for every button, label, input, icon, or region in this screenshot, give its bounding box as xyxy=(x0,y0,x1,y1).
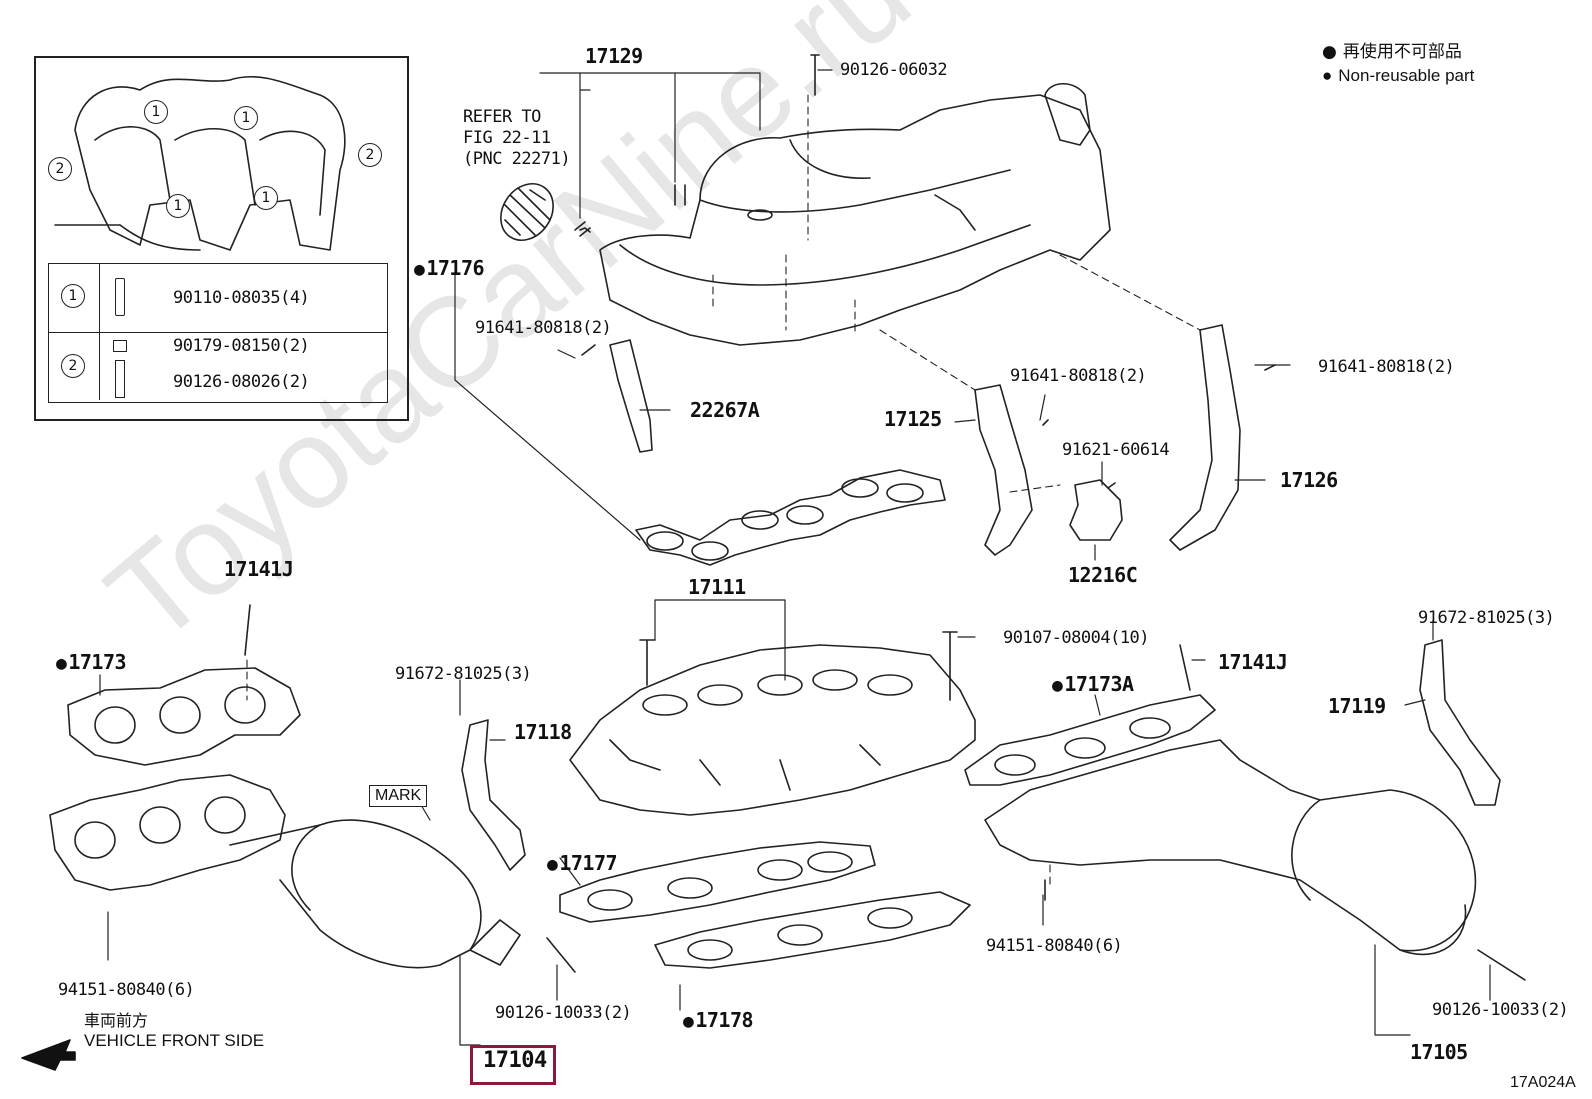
front-side-jp: 車両前方 xyxy=(84,1011,149,1030)
inset-callout-1a: 1 xyxy=(144,100,168,124)
part-12216c[interactable]: 12216C xyxy=(1068,563,1138,587)
inset-callout-1c: 1 xyxy=(166,194,190,218)
stud-icon xyxy=(115,360,125,398)
part-17173a[interactable]: 17173A xyxy=(1052,672,1134,696)
front-side-en: VEHICLE FRONT SIDE xyxy=(84,1031,265,1050)
part-17119[interactable]: 17119 xyxy=(1328,694,1386,718)
gasket-17176 xyxy=(635,469,946,566)
inset-row-1: 1 90110-08035(4) xyxy=(49,264,387,333)
part-17173[interactable]: 17173 xyxy=(56,650,126,674)
figure-id: 17A024A xyxy=(1510,1074,1576,1091)
inset-callout-2b: 2 xyxy=(358,143,382,167)
legend-jp: 再使用不可部品 xyxy=(1322,40,1474,64)
part-17129[interactable]: 17129 xyxy=(585,44,643,68)
part-91672-81025-b[interactable]: 91672-81025(3) xyxy=(395,664,532,684)
mark-label: MARK xyxy=(369,785,428,807)
refer-note-line2: FIG 22-11 xyxy=(463,128,551,148)
part-17141j-a[interactable]: 17141J xyxy=(224,557,294,581)
refer-note-line1: REFER TO xyxy=(463,107,541,127)
bracket-17125 xyxy=(974,384,1033,556)
inset-row-2-part-b: 90126-08026(2) xyxy=(173,372,310,392)
gasket-17173 xyxy=(67,667,301,766)
inset-row-2: 2 90179-08150(2) 90126-08026(2) xyxy=(49,332,387,400)
part-17178[interactable]: 17178 xyxy=(683,1008,753,1032)
part-94151-80840-a[interactable]: 94151-80840(6) xyxy=(58,980,195,1000)
bracket-17126 xyxy=(1169,324,1241,551)
inset-row-1-part: 90110-08035(4) xyxy=(173,288,310,308)
inset-callout-1b: 1 xyxy=(234,106,258,130)
intake-plenum xyxy=(579,82,1111,346)
inset-row-1-num: 1 xyxy=(49,264,100,332)
part-90126-10033-a[interactable]: 90126-10033(2) xyxy=(495,1003,632,1023)
inset-callout-1d: 1 xyxy=(254,186,278,210)
part-91641-80818-c[interactable]: 91641-80818(2) xyxy=(1318,357,1455,377)
part-17105[interactable]: 17105 xyxy=(1410,1040,1468,1064)
part-17104[interactable]: 17104 xyxy=(483,1048,547,1073)
inset-row-2-part-a: 90179-08150(2) xyxy=(173,336,310,356)
mesh-filter xyxy=(500,183,554,241)
bracket-12216c xyxy=(1069,479,1123,541)
part-17126[interactable]: 17126 xyxy=(1280,468,1338,492)
part-91641-80818-a[interactable]: 91641-80818(2) xyxy=(475,318,612,338)
part-90126-06032[interactable]: 90126-06032 xyxy=(840,60,948,80)
bracket-22267a xyxy=(609,339,653,453)
part-90107-08004[interactable]: 90107-08004(10) xyxy=(1003,628,1150,648)
bracket-17118 xyxy=(461,719,526,871)
part-91672-81025-a[interactable]: 91672-81025(3) xyxy=(1418,608,1555,628)
highlight-box xyxy=(470,1045,556,1085)
gasket-17178 xyxy=(654,891,971,969)
part-17176[interactable]: 17176 xyxy=(414,256,484,280)
row-1-callout: 1 xyxy=(61,284,85,308)
legend: 再使用不可部品 Non-reusable part xyxy=(1322,40,1474,88)
inset-panel: 1 1 1 1 2 2 1 90110-08035(4) 2 90179-081… xyxy=(34,56,409,421)
part-17125[interactable]: 17125 xyxy=(884,407,942,431)
legend-en: Non-reusable part xyxy=(1322,64,1474,88)
inset-callout-2a: 2 xyxy=(48,157,72,181)
row-2-callout: 2 xyxy=(61,354,85,378)
exhaust-manifold-left xyxy=(49,774,521,969)
inset-row-2-num: 2 xyxy=(49,332,100,400)
part-17118[interactable]: 17118 xyxy=(514,720,572,744)
inset-table: 1 90110-08035(4) 2 90179-08150(2) 90126-… xyxy=(48,263,388,403)
gasket-17173a xyxy=(964,694,1216,786)
bolt-icon xyxy=(115,278,125,316)
part-94151-80840-b[interactable]: 94151-80840(6) xyxy=(986,936,1123,956)
part-17141j-b[interactable]: 17141J xyxy=(1218,650,1288,674)
nut-icon xyxy=(113,340,127,352)
part-90126-10033-b[interactable]: 90126-10033(2) xyxy=(1432,1000,1569,1020)
part-17177[interactable]: 17177 xyxy=(547,851,617,875)
exhaust-manifold-right xyxy=(984,739,1477,956)
refer-note-line3: (PNC 22271) xyxy=(463,149,571,169)
intake-lower-manifold xyxy=(569,644,976,816)
part-22267a[interactable]: 22267A xyxy=(690,398,760,422)
part-91641-80818-b[interactable]: 91641-80818(2) xyxy=(1010,366,1147,386)
part-17111[interactable]: 17111 xyxy=(688,575,746,599)
gasket-17177 xyxy=(559,841,876,923)
inset-manifold-sketch xyxy=(54,75,346,251)
part-91621-60614[interactable]: 91621-60614 xyxy=(1062,440,1170,460)
bracket-17119 xyxy=(1419,639,1501,806)
